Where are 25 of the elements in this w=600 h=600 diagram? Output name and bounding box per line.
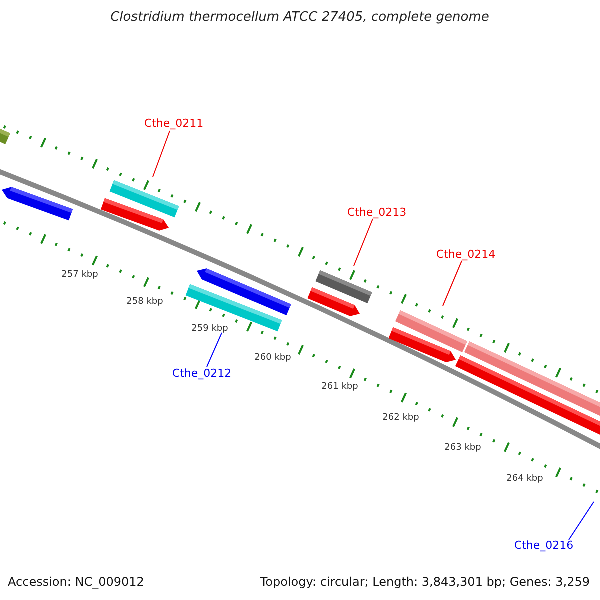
gene-label: Cthe_0216 xyxy=(514,540,574,552)
gene-label: Cthe_0212 xyxy=(172,368,232,380)
leader-line xyxy=(442,260,462,306)
gene-bar xyxy=(110,180,180,218)
tick-label: 263 kbp xyxy=(444,442,482,454)
tick-label: 260 kbp xyxy=(254,352,292,364)
gene-bar xyxy=(186,284,282,332)
gene-bar xyxy=(316,270,372,304)
gene-label: Cthe_0214 xyxy=(436,249,496,261)
tick-label: 261 kbp xyxy=(322,381,358,393)
accession-text: Accession: NC_009012 xyxy=(8,576,144,588)
tick-label: 264 kbp xyxy=(506,473,544,485)
tick-label: 257 kbp xyxy=(62,269,98,281)
genome-stats-text: Topology: circular; Length: 3,843,301 bp; Genes: 3,259 xyxy=(260,576,590,588)
gene-bar xyxy=(395,310,468,352)
tick-label: 259 kbp xyxy=(192,323,228,335)
tick-label: 262 kbp xyxy=(382,412,420,424)
leader-line xyxy=(568,502,594,540)
title: Clostridium thermocellum ATCC 27405, complete genome xyxy=(110,12,490,24)
gene-label: Cthe_0211 xyxy=(144,118,204,130)
leader-line xyxy=(152,130,170,178)
leader-line xyxy=(206,332,222,368)
tick-label: 258 kbp xyxy=(126,296,164,308)
leader-line xyxy=(354,218,374,266)
gene-label: Cthe_0213 xyxy=(347,207,407,219)
